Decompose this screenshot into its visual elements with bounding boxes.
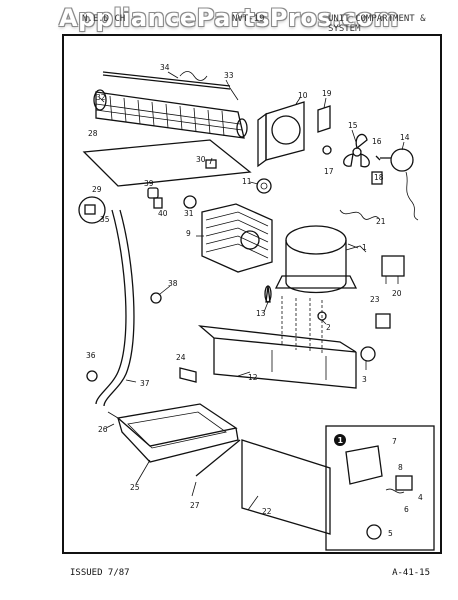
callout-12: 12 xyxy=(248,373,258,382)
callout-19: 19 xyxy=(322,89,332,98)
callout-31: 31 xyxy=(184,209,194,218)
part-39-grommet xyxy=(147,187,159,199)
callout-18: 18 xyxy=(374,173,384,182)
callout-23: 23 xyxy=(370,295,380,304)
callout-39: 39 xyxy=(144,179,154,188)
callout-36: 36 xyxy=(86,351,96,360)
callout-3: 3 xyxy=(362,375,367,384)
part-27-support-rod xyxy=(195,439,241,477)
part-31-clip xyxy=(183,195,197,209)
callout-22: 22 xyxy=(262,507,272,516)
part-20-relay xyxy=(381,255,405,284)
inset-detail-box xyxy=(325,425,435,551)
part-40-spacer xyxy=(153,197,163,209)
part-21-wire-harness xyxy=(339,209,381,221)
callout-34: 34 xyxy=(160,63,170,72)
part-26-pan-bracket xyxy=(107,411,119,419)
callout-21: 21 xyxy=(376,217,386,226)
callout-28: 28 xyxy=(88,129,98,138)
callout-37: 37 xyxy=(140,379,150,388)
inset-callout-layer: 7 8 46 5 1 xyxy=(338,436,424,538)
part-1-compressor xyxy=(274,225,367,294)
part-28-evaporator-coil xyxy=(93,89,248,139)
callout-33: 33 xyxy=(224,71,234,80)
callout-2: 2 xyxy=(326,323,331,332)
callout-29: 29 xyxy=(92,185,102,194)
inset-callout-5: 5 xyxy=(388,529,393,538)
part-34-drain-tube xyxy=(102,71,231,90)
part-9-condenser xyxy=(201,203,273,273)
callout-40: 40 xyxy=(158,209,168,218)
part-3-clamp xyxy=(360,346,376,362)
header-section-title: UNIT COMPARTMENT & SYSTEM xyxy=(328,14,426,34)
footer-issue-date: ISSUED 7/87 xyxy=(70,568,130,578)
part-10-fan-shroud xyxy=(257,101,305,168)
inset-callout-8: 8 xyxy=(398,463,403,472)
part-24-bracket xyxy=(179,367,197,383)
diagram-frame xyxy=(62,34,442,554)
part-22-access-panel xyxy=(241,439,331,535)
callout-16: 16 xyxy=(372,137,382,146)
inset-callout-4: 4 xyxy=(418,493,423,502)
callout-24: 24 xyxy=(176,353,186,362)
part-25-drain-pan xyxy=(116,403,239,463)
callout-leader-lines xyxy=(99,71,405,511)
callout-20: 20 xyxy=(392,289,402,298)
callout-30: 30 xyxy=(196,155,206,164)
part-35-defrost-terminator xyxy=(78,196,106,224)
inset-callout-6: 6 xyxy=(404,505,409,514)
callout-10: 10 xyxy=(298,91,308,100)
callout-17: 17 xyxy=(324,167,334,176)
callout-14: 14 xyxy=(400,133,410,142)
part-33-defrost-wire xyxy=(229,87,239,101)
callout-27: 27 xyxy=(190,501,200,510)
callout-15: 15 xyxy=(348,121,358,130)
callout-1: 1 xyxy=(362,243,367,252)
callout-9: 9 xyxy=(186,229,191,238)
header-model-number: NVT-19 xyxy=(232,14,265,24)
part-15-condenser-fan-blade xyxy=(343,133,370,168)
watermark-logo: AppliancePartsPros.com xyxy=(59,4,399,32)
inset-callout-7: 7 xyxy=(392,437,397,446)
callout-26: 26 xyxy=(98,425,108,434)
inset-marker-label: 1 xyxy=(338,436,344,445)
callout-38: 38 xyxy=(168,279,178,288)
header-model-family: N.E.D CH xyxy=(82,14,126,24)
part-11-grommet xyxy=(256,178,272,194)
callout-25: 25 xyxy=(130,483,140,492)
part-13-drier xyxy=(265,285,271,303)
part-17-grommet xyxy=(322,145,332,155)
part-38-clamp xyxy=(150,292,162,304)
callout-11: 11 xyxy=(242,177,252,186)
part-37-drain-hose xyxy=(95,209,127,405)
callout-35: 35 xyxy=(100,215,110,224)
part-14-fan-motor xyxy=(371,148,419,221)
part-29-evaporator-cover xyxy=(82,139,252,187)
part-23-overload xyxy=(375,313,391,329)
callout-32: 32 xyxy=(96,93,106,102)
part-36-hose-clamp xyxy=(86,370,98,382)
footer-page-number: A-41-15 xyxy=(392,568,430,578)
part-19-mounting-bracket xyxy=(317,105,331,133)
callout-13: 13 xyxy=(256,309,266,318)
part-12-base-frame xyxy=(197,296,357,389)
